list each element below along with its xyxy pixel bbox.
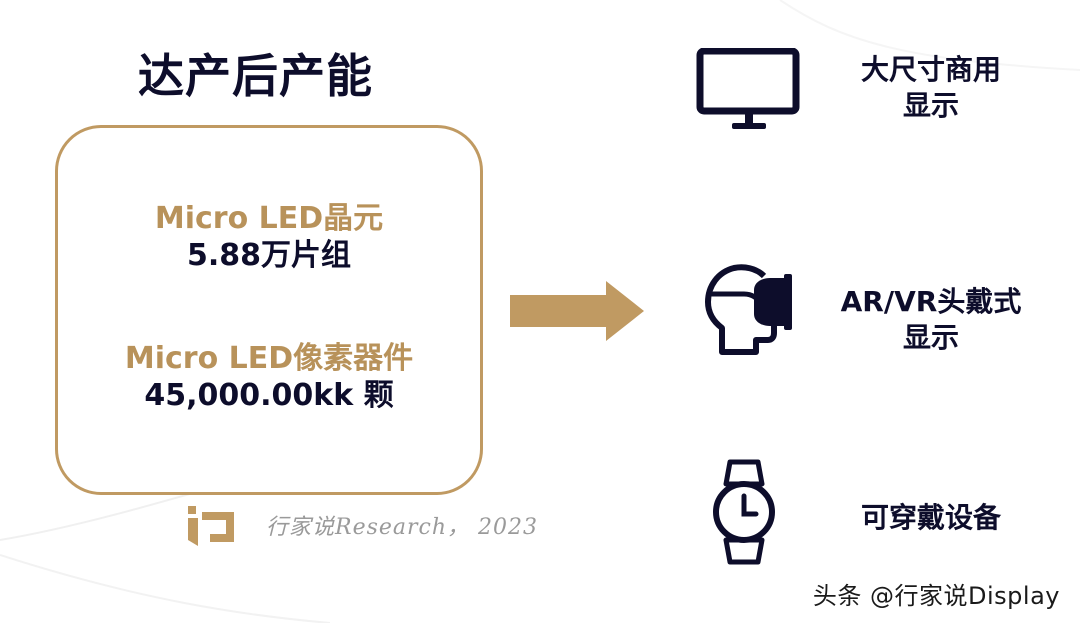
pixel-device-label: Micro LED像素器件 (124, 341, 414, 376)
wafer-label: Micro LED晶元 (154, 201, 384, 236)
smartwatch-icon (713, 459, 775, 565)
capacity-box: Micro LED晶元 5.88万片组 Micro LED像素器件 45,000… (55, 125, 483, 495)
watermark-text: 行家说Research， 2023 (266, 515, 538, 540)
application-label: AR/VR头戴式 显示 (840, 285, 1022, 354)
monitor-icon (696, 48, 800, 129)
wafer-value: 5.88万片组 (186, 238, 352, 273)
pixel-device-stat: Micro LED像素器件 45,000.00kk 颗 (58, 340, 480, 414)
pixel-device-value: 45,000.00kk 颗 (144, 378, 394, 413)
footer-source-text: 头条 @行家说Display (812, 582, 1060, 610)
application-label: 大尺寸商用 显示 (860, 53, 1001, 122)
brand-logo-icon (188, 506, 234, 546)
wafer-stat: Micro LED晶元 5.88万片组 (58, 200, 480, 274)
right-arrow-icon (510, 281, 644, 341)
page-title: 达产后产能 (138, 49, 373, 103)
vr-headset-icon (705, 264, 792, 355)
watermark: 行家说Research， 2023 (186, 503, 538, 547)
application-label: 可穿戴设备 (860, 501, 1001, 534)
